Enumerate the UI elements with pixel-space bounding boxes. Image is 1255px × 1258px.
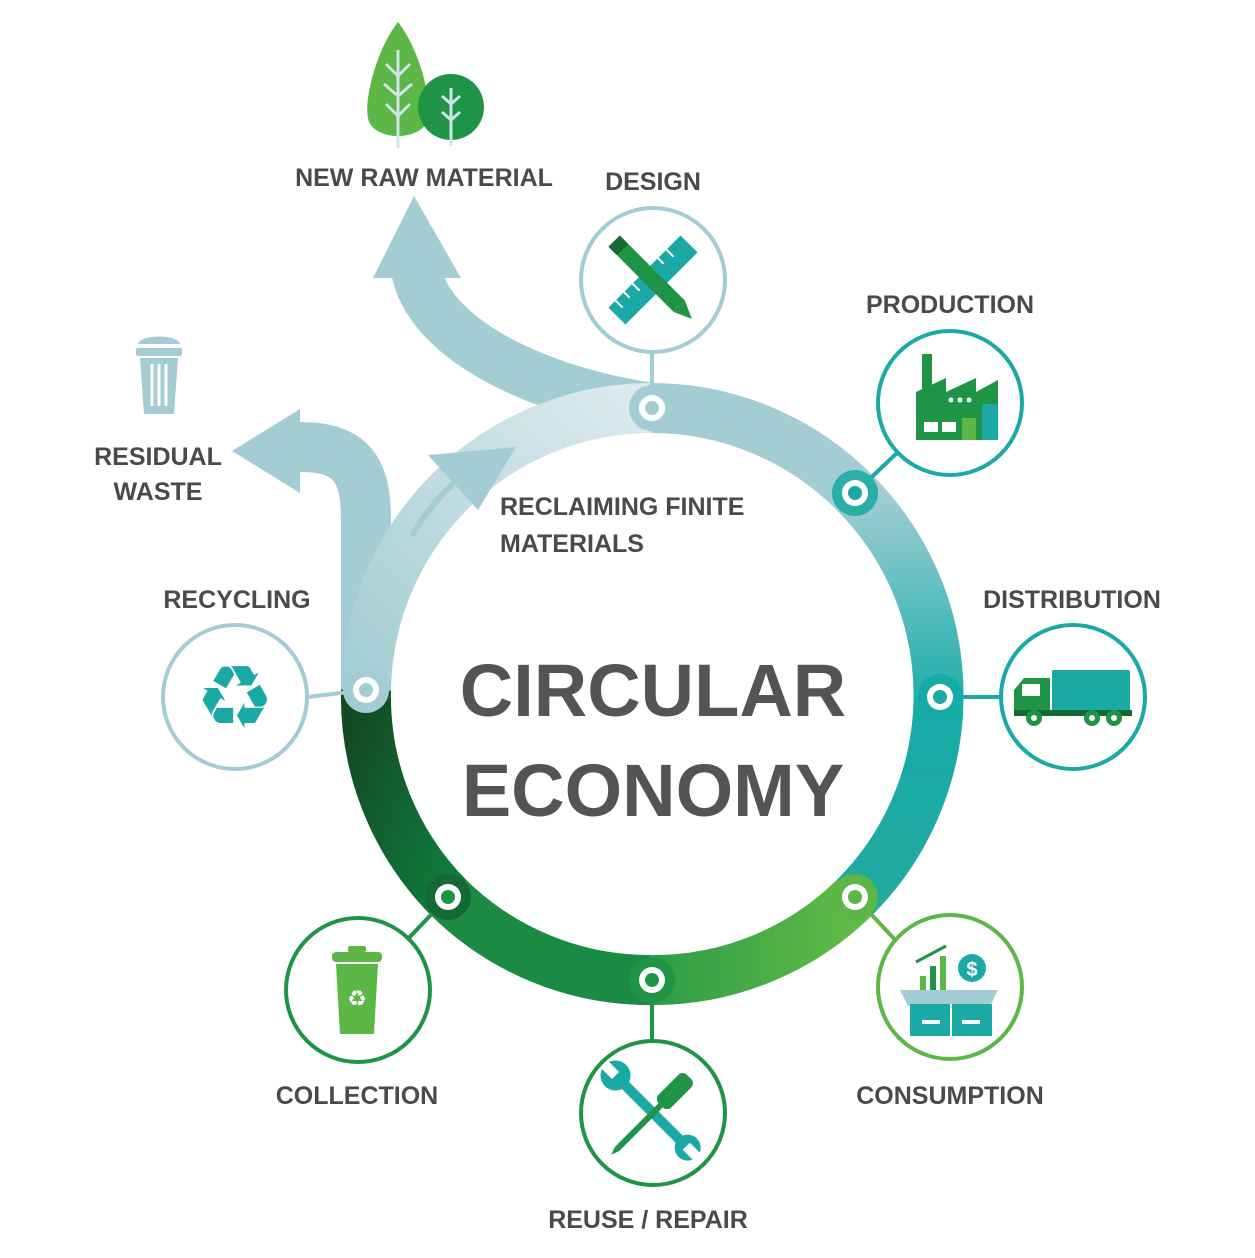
ring-segment-bottom-right	[651, 878, 873, 1006]
recycle-symbol-small: ♻	[347, 987, 367, 1012]
design-icon	[579, 206, 727, 354]
trash-can-icon	[136, 336, 182, 414]
label-collection: COLLECTION	[276, 1082, 439, 1110]
ring-segment-left	[340, 689, 467, 915]
collection-bin-icon: ♻	[284, 916, 432, 1064]
node-collection	[425, 874, 471, 920]
node-reuse-repair	[629, 957, 675, 1003]
residual-waste-arrowhead	[232, 409, 300, 493]
label-reuse-repair: REUSE / REPAIR	[548, 1206, 748, 1234]
consumption-icon: $	[876, 913, 1024, 1061]
truck-icon	[999, 623, 1147, 771]
recycle-icon: ♻	[161, 623, 309, 771]
dollar-symbol: $	[966, 959, 977, 981]
factory-icon	[876, 329, 1024, 477]
new-raw-material-arrowhead	[373, 196, 461, 278]
recycle-symbol: ♻	[196, 646, 275, 749]
ring-nodes	[343, 385, 963, 1003]
title-line-1: CIRCULAR	[460, 649, 846, 732]
label-residual-waste-2: WASTE	[114, 478, 203, 506]
label-reclaiming-1: RECLAIMING FINITE	[500, 493, 744, 521]
node-recycling	[343, 667, 389, 713]
trees-icon	[367, 22, 484, 148]
label-consumption: CONSUMPTION	[856, 1082, 1044, 1110]
label-production: PRODUCTION	[866, 291, 1034, 319]
node-design	[629, 385, 675, 431]
ring-segment-bottom-left	[430, 879, 653, 1006]
label-reclaiming-2: MATERIALS	[500, 530, 644, 558]
node-production	[832, 470, 878, 516]
reclaiming-arc	[341, 383, 653, 691]
title-line-2: ECONOMY	[462, 749, 844, 832]
residual-waste-flow	[299, 422, 391, 690]
reclaiming-arrowhead	[428, 447, 516, 510]
label-new-raw-material: NEW RAW MATERIAL	[295, 164, 553, 192]
tools-icon	[579, 1039, 727, 1187]
label-design: DESIGN	[605, 168, 701, 196]
node-distribution	[917, 674, 963, 720]
ring-segment-top	[651, 383, 873, 511]
label-recycling: RECYCLING	[163, 586, 310, 614]
node-consumption	[832, 874, 878, 920]
label-residual-waste-1: RESIDUAL	[94, 443, 222, 471]
label-distribution: DISTRIBUTION	[983, 586, 1161, 614]
